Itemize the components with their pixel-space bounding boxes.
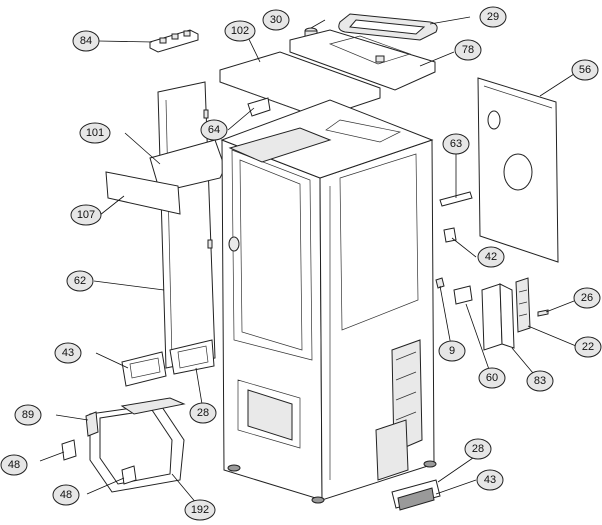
svg-text:89: 89 [22, 409, 34, 421]
part-60-plate [453, 285, 473, 305]
svg-text:64: 64 [208, 124, 220, 136]
svg-text:28: 28 [197, 407, 209, 419]
part-22-module [515, 277, 531, 333]
callout-84: 84 [72, 30, 100, 52]
svg-text:63: 63 [450, 138, 462, 150]
callout-101: 101 [79, 122, 111, 144]
svg-text:62: 62 [74, 275, 86, 287]
part-9-pin [435, 277, 445, 289]
svg-text:48: 48 [8, 459, 20, 471]
part-48-upper-latch [61, 439, 77, 461]
svg-text:26: 26 [581, 292, 593, 304]
svg-text:60: 60 [486, 372, 498, 384]
svg-text:28: 28 [472, 443, 484, 455]
svg-text:78: 78 [462, 44, 474, 56]
part-28-upper-glass [169, 339, 215, 375]
part-107-plate [105, 171, 181, 215]
callout-102: 102 [224, 20, 256, 42]
svg-text:43: 43 [484, 474, 496, 486]
part-26-screw [537, 309, 549, 317]
svg-text:107: 107 [77, 209, 95, 221]
svg-text:102: 102 [231, 25, 249, 37]
part-43-upper-gasket [121, 351, 167, 387]
part-89-hinge [85, 411, 99, 437]
svg-text:192: 192 [191, 504, 209, 516]
callout-28-lower: 28 [464, 438, 492, 460]
callout-43-lower: 43 [476, 469, 504, 491]
cabinet-body [220, 99, 437, 504]
callout-22: 22 [574, 336, 602, 358]
callout-48-lower: 48 [52, 484, 80, 506]
svg-text:101: 101 [86, 127, 104, 139]
svg-text:42: 42 [485, 251, 497, 263]
part-64-bracket [247, 97, 271, 117]
part-56-rear-panel [477, 77, 559, 263]
callout-26: 26 [573, 287, 601, 309]
callout-64: 64 [200, 119, 228, 141]
callout-28-upper: 28 [189, 402, 217, 424]
callout-60: 60 [478, 367, 506, 389]
svg-text:48: 48 [60, 489, 72, 501]
callout-107: 107 [70, 204, 102, 226]
svg-text:83: 83 [534, 375, 546, 387]
part-63-bar [439, 191, 473, 207]
callout-43-upper: 43 [54, 342, 82, 364]
svg-text:22: 22 [582, 341, 594, 353]
svg-text:84: 84 [80, 35, 92, 47]
callout-62: 62 [66, 270, 94, 292]
callout-42: 42 [477, 246, 505, 268]
part-192-door-frame [89, 397, 186, 493]
part-83-housing [481, 283, 515, 351]
callout-89: 89 [14, 404, 42, 426]
callout-layer: 30 29 84 102 78 56 64 101 63 107 42 62 2… [0, 6, 602, 521]
callout-192: 192 [184, 499, 216, 521]
svg-text:29: 29 [487, 11, 499, 23]
callout-63: 63 [442, 133, 470, 155]
callout-78: 78 [454, 39, 482, 61]
callout-30: 30 [262, 9, 290, 31]
callout-9: 9 [438, 340, 466, 362]
callout-29: 29 [479, 6, 507, 28]
svg-text:43: 43 [62, 347, 74, 359]
part-78-top-plate [289, 29, 436, 91]
part-29-gasket [338, 13, 438, 41]
callout-48-upper: 48 [0, 454, 28, 476]
part-43-lower-gasket [397, 487, 435, 511]
callout-83: 83 [526, 370, 554, 392]
callout-56: 56 [571, 59, 599, 81]
part-84-bracket [149, 29, 199, 53]
svg-text:56: 56 [579, 64, 591, 76]
svg-text:30: 30 [270, 14, 282, 26]
part-48-lower-latch [121, 465, 137, 485]
svg-text:9: 9 [449, 345, 455, 357]
